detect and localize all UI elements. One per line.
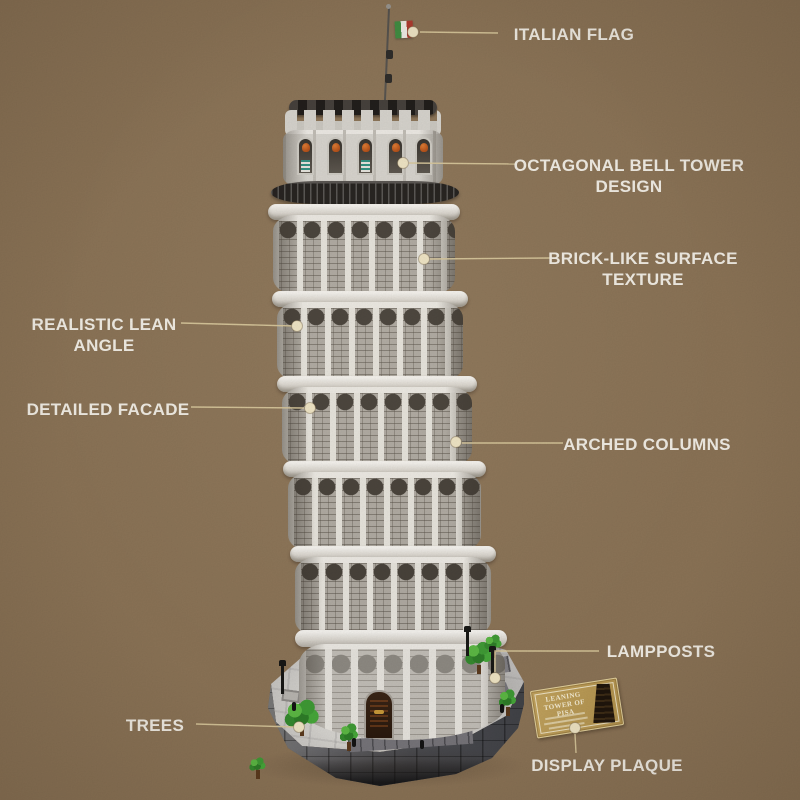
minifigure: [500, 704, 504, 713]
colonnade-tier: [268, 204, 460, 294]
tree-trunk: [347, 742, 351, 751]
italian-flag-icon: [394, 20, 414, 39]
colonnade-tier: [290, 546, 496, 636]
callout-label-arched-columns: ARCHED COLUMNS: [563, 435, 731, 454]
minifigure: [420, 740, 424, 749]
bell-icon: [361, 143, 370, 152]
tier-arcade: [277, 302, 463, 381]
callout-label-display-plaque: DISPLAY PLAQUE: [531, 756, 683, 775]
tree: [284, 699, 320, 736]
lamppost: [489, 646, 496, 678]
minifigure: [352, 738, 356, 747]
lamppost: [279, 660, 286, 694]
callout-label-brick-like-surface: BRICK-LIKE SURFACE TEXTURE: [548, 249, 738, 289]
callout-label-trees: TREES: [125, 716, 185, 735]
flagpole-knob: [385, 74, 392, 83]
bell-icon: [391, 143, 400, 152]
bell-icon: [419, 143, 428, 152]
bell-niche: [417, 139, 430, 173]
bell-niche: [299, 139, 312, 173]
callout-label-octagonal-bell-tower: OCTAGONAL BELL TOWER DESIGN: [513, 156, 745, 196]
callout-label-realistic-lean: REALISTIC LEAN ANGLE: [31, 315, 177, 355]
minifigure: [292, 702, 296, 711]
tree-trunk: [255, 770, 260, 779]
bell-niche: [359, 139, 372, 173]
callout-label-lampposts: LAMPPOSTS: [606, 642, 716, 661]
striped-awning: [361, 160, 370, 172]
tier-arcade: [295, 557, 491, 636]
door-texture: [370, 700, 388, 730]
flagpole-finial: [386, 4, 391, 9]
tier-arcade: [288, 472, 481, 551]
striped-awning: [301, 160, 310, 172]
callout-line-plaque: [574, 733, 577, 754]
tree-trunk: [477, 665, 481, 674]
tree-crown: [284, 699, 320, 729]
balcony-railing: [271, 181, 459, 204]
door-emblem: [374, 710, 384, 714]
colonnade-tier: [272, 291, 468, 381]
colonnade-tier: [283, 461, 486, 551]
tower-door: [366, 692, 392, 738]
flagpole-knob: [386, 50, 393, 59]
display-plaque: LEANING TOWER OF PISA: [529, 677, 625, 739]
bell-icon: [331, 143, 340, 152]
tree-trunk: [505, 707, 510, 716]
tier-arcade: [273, 215, 455, 294]
callout-label-italian-flag: ITALIAN FLAG: [513, 25, 635, 44]
colonnade-tier: [277, 376, 477, 466]
tree: [249, 757, 266, 779]
bell-niche: [389, 139, 402, 173]
bell-icon: [301, 143, 310, 152]
tree-trunk: [300, 727, 304, 736]
callout-label-detailed-facade: DETAILED FACADE: [26, 400, 190, 419]
callout-line-italian-flag: [419, 31, 499, 34]
bell-niche: [329, 139, 342, 173]
lamppost: [464, 626, 471, 656]
bell-tower: [283, 130, 443, 186]
tier-arcade: [282, 387, 472, 466]
